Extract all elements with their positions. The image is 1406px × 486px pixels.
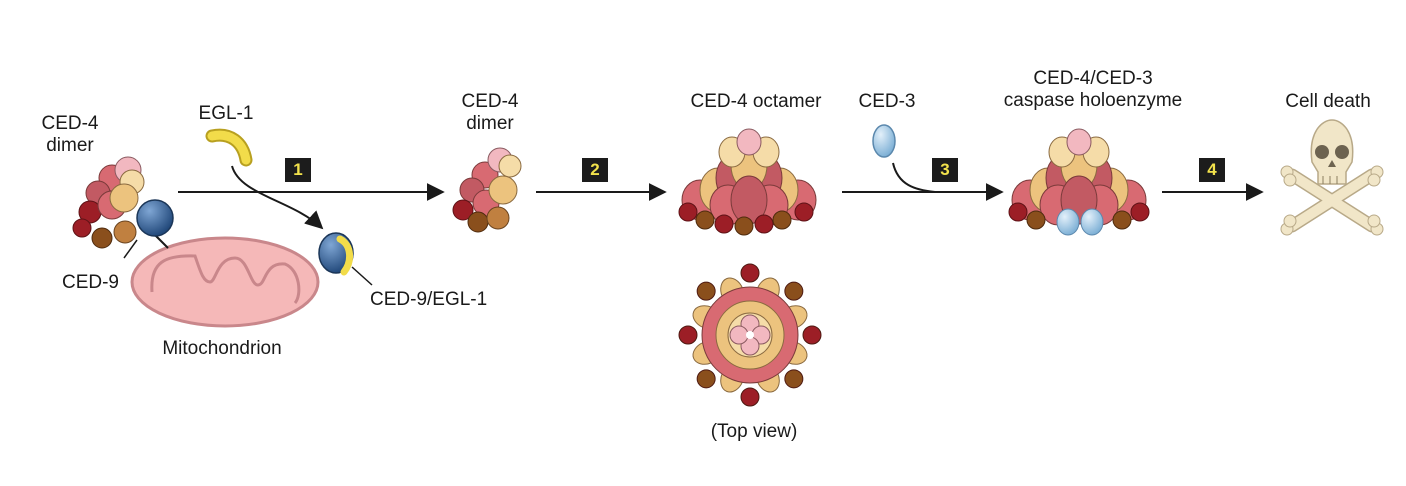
egl1-binding-arrow	[231, 165, 324, 230]
step-badge-2: 2	[582, 158, 608, 182]
label-ced4-dimer-left-line1: CED-4	[41, 113, 99, 134]
label-top-view: (Top view)	[710, 421, 798, 442]
caspase-holoenzyme	[1008, 128, 1150, 236]
step-badge-4: 4	[1199, 158, 1225, 182]
label-ced4-dimer-left: CED-4 dimer	[41, 113, 98, 157]
label-holoenzyme-line2: caspase holoenzyme	[1003, 90, 1183, 111]
label-ced4-dimer-left-line2: dimer	[46, 135, 94, 156]
label-ced4-dimer-middle-line1: CED-4	[461, 91, 519, 112]
ced9-leader-line	[123, 239, 138, 259]
label-ced4-dimer-middle: CED-4 dimer	[461, 91, 518, 135]
skull-crossbones-icon	[1280, 119, 1384, 236]
ced9-molecule	[136, 199, 174, 237]
label-ced3: CED-3	[858, 91, 916, 112]
label-mitochondrion: Mitochondrion	[162, 338, 282, 359]
label-egl1: EGL-1	[198, 103, 254, 124]
ced4-dimer-middle	[452, 147, 522, 233]
label-ced9-egl1: CED-9/EGL-1	[370, 289, 488, 310]
ced9-egl1-complex	[318, 232, 373, 286]
label-ced4-octamer: CED-4 octamer	[690, 91, 822, 112]
label-holoenzyme-line1: CED-4/CED-3	[1033, 68, 1153, 89]
ced3-molecule	[872, 124, 896, 158]
label-cell-death: Cell death	[1285, 91, 1371, 112]
label-holoenzyme: CED-4/CED-3 caspase holoenzyme	[1004, 68, 1183, 112]
mitochondrion	[130, 236, 320, 328]
step-badge-3: 3	[932, 158, 958, 182]
ced4-octamer-side	[678, 128, 817, 236]
step-badge-1: 1	[285, 158, 311, 182]
label-ced9: CED-9	[61, 272, 119, 293]
ced4-dimer-left	[72, 156, 145, 249]
label-ced4-dimer-middle-line2: dimer	[466, 113, 514, 134]
ced4-octamer-top-view	[678, 263, 822, 407]
ced3-joining-arrow	[892, 162, 936, 193]
